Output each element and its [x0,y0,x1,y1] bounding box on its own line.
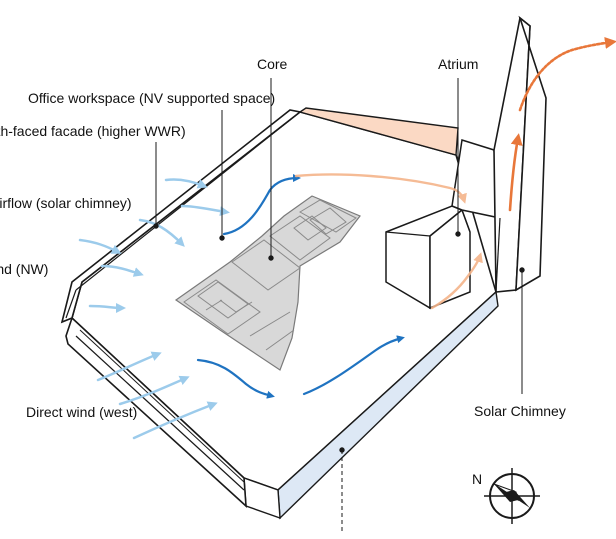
label-north-facade: North-faced facade (higher WWR) [0,123,186,139]
wind-arrow-icon [88,302,126,313]
warm-air-arrow-icon [430,252,483,310]
west-facade [65,316,247,508]
wind-arrow-icon [132,401,218,440]
airflow-arrows [78,37,616,440]
wind-arrow-icon [164,178,208,189]
wind-arrow-icon [78,238,122,254]
label-direct-wind: Direct wind (west) [26,404,137,420]
wind-arrow-icon [100,264,144,277]
atrium-top-prism [451,139,501,219]
chimney-side [515,15,547,292]
label-wind-nw: Wind (NW) [0,261,48,277]
label-airflow: Airflow (solar chimney) [0,195,132,211]
wind-arrow-icon [96,351,162,382]
wind-arrow-icon [222,174,301,236]
solar-chimney [493,15,547,293]
compass-icon: N [472,468,540,524]
core-block [174,195,361,371]
wind-arrow-icon [302,335,405,396]
label-office-workspace: Office workspace (NV supported space) [28,90,275,106]
warm-air-arrow-icon [518,37,616,112]
north-label: N [472,471,482,487]
label-solar-chimney: Solar Chimney [474,403,566,419]
warm-air-arrow-icon [508,133,523,212]
core [174,195,361,371]
label-atrium: Atrium [438,56,478,72]
warm-air-arrow-icon [294,173,467,204]
leader-lines [153,78,525,534]
label-core: Core [257,56,288,72]
wind-arrow-icon [138,218,185,247]
wind-arrow-icon [118,375,190,406]
labels: Core Atrium Office workspace (NV support… [0,56,566,420]
wind-arrow-icon [196,358,275,399]
